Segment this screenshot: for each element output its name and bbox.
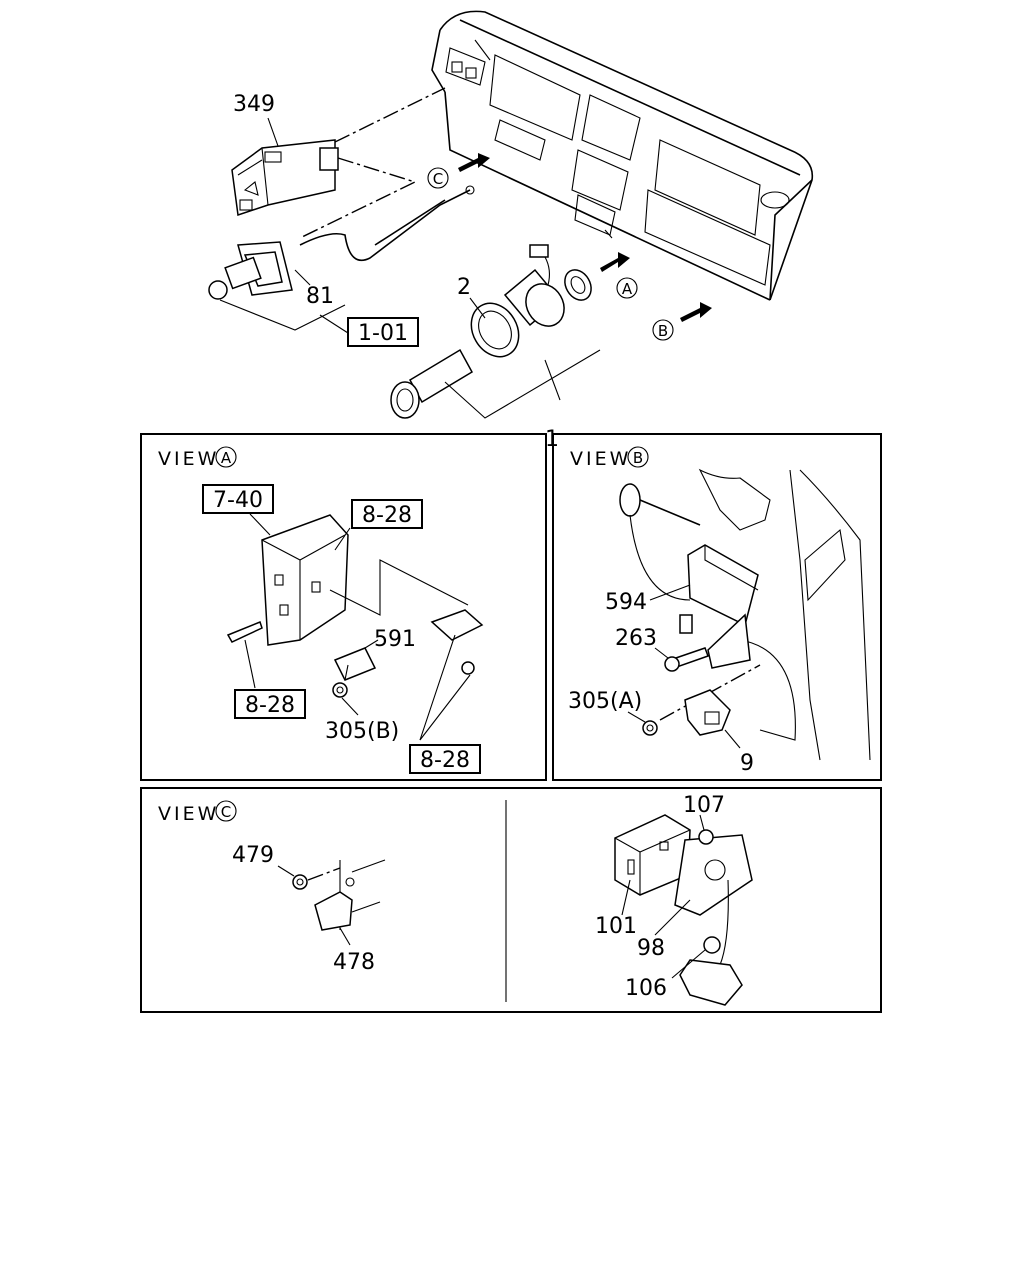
view-c-title: VIEW (158, 803, 219, 825)
relay-drawing (333, 647, 377, 681)
ref-box-8-28-a (351, 499, 423, 529)
arrow-label-c: C (433, 170, 443, 188)
view-a-panel: VIEW A 7-40 8-28 8-28 591 (140, 433, 547, 781)
view-arrow-c: C (427, 153, 490, 189)
ref-label-8-28-c: 8-28 (420, 748, 470, 773)
top-assembly: 349 C 81 1-01 (208, 10, 814, 452)
part-label-98: 98 (637, 936, 665, 961)
dash-line-c (307, 867, 341, 881)
leader-479 (277, 865, 295, 877)
view-b-circle: B (633, 449, 643, 467)
part-label-106: 106 (625, 976, 667, 1001)
wire-line-a (329, 559, 469, 616)
pedal-assembly-drawing (614, 814, 753, 1006)
bolt-drawing (226, 621, 263, 643)
view-c-panel: VIEW C 479 478 (140, 787, 882, 1013)
part-label-2: 2 (457, 275, 471, 300)
leader-1-b (544, 359, 561, 401)
leader-8-28-c1 (419, 634, 456, 741)
leader-106 (671, 949, 706, 979)
leader-263 (654, 647, 669, 659)
nut-drawing (564, 269, 592, 301)
part-label-479: 479 (232, 843, 274, 868)
ref-label-8-28-b: 8-28 (245, 693, 295, 718)
relay-9-drawing (684, 689, 731, 736)
view-b-title: VIEW (570, 448, 631, 470)
leader-2 (469, 297, 486, 319)
view-b-panel: VIEW B 594 263 (552, 433, 882, 781)
leader-8-28-b (244, 639, 256, 689)
socket-drawing (503, 244, 565, 327)
leader-101 (621, 879, 631, 916)
view-arrow-a: A (600, 252, 638, 299)
nut-305b-drawing (332, 682, 348, 698)
ref-box-8-28-c (409, 744, 481, 774)
leader-349 (267, 117, 279, 147)
arrow-label-a: A (622, 280, 633, 298)
leader-7-40 (249, 513, 271, 536)
part-label-263: 263 (615, 626, 657, 651)
ref-label-7-40: 7-40 (213, 488, 263, 513)
part-label-478: 478 (333, 950, 375, 975)
view-a-title: VIEW (158, 448, 219, 470)
leader-1-01 (219, 299, 346, 331)
harness-drawing (619, 483, 701, 601)
ref-box-8-28-b (234, 689, 306, 719)
connector-drawing (430, 609, 484, 675)
dashboard-drawing (431, 10, 814, 301)
leader-591 (364, 639, 379, 649)
view-a-circle: A (221, 449, 232, 467)
ref-label-1-01: 1-01 (358, 321, 408, 346)
part-label-9: 9 (740, 751, 754, 776)
view-arrow-b: B (652, 302, 712, 341)
arrow-label-b: B (658, 322, 668, 340)
leader-9 (724, 729, 741, 749)
dash-line-349-dash (334, 87, 446, 143)
ref-box-7-40 (202, 484, 274, 514)
leader-1-01-b (319, 314, 349, 334)
view-c-circle: C (221, 803, 231, 821)
nut-479-drawing (292, 874, 308, 890)
leader-8-28-a (334, 527, 351, 551)
module-478-drawing (314, 859, 386, 931)
lighter-drawing (390, 348, 474, 419)
part-label-81: 81 (306, 284, 334, 309)
leader-8-28-c2 (419, 674, 471, 741)
adjuster-knob-drawing (208, 241, 293, 300)
leader-107 (699, 814, 705, 831)
part-label-349: 349 (233, 92, 275, 117)
leader-1 (444, 349, 601, 419)
leader-81 (294, 269, 311, 286)
part-label-594: 594 (605, 590, 647, 615)
ref-box-1-01 (347, 317, 419, 347)
pillar-drawing (698, 468, 871, 761)
leader-478 (339, 927, 351, 946)
leader-98 (654, 899, 691, 936)
bezel-ring-drawing (470, 302, 520, 358)
ref-label-8-28-a: 8-28 (362, 503, 412, 528)
part-label-305b: 305(B) (325, 719, 399, 744)
nut-305a-drawing (642, 720, 658, 736)
bolt-263-drawing (664, 647, 709, 672)
leader-305a (627, 711, 646, 723)
part-label-101: 101 (595, 914, 637, 939)
control-cable-drawing (299, 185, 475, 262)
leader-594 (649, 584, 691, 601)
ecu-bracket-drawing (707, 613, 751, 669)
hazard-switch-drawing (231, 139, 339, 216)
bracket-drawing (261, 514, 349, 646)
part-label-305a: 305(A) (568, 689, 642, 714)
part-label-107: 107 (683, 793, 725, 818)
leader-305b (341, 697, 359, 716)
dash-line-349-cable (299, 157, 417, 239)
ecu-594-drawing (679, 544, 759, 634)
part-label-591: 591 (374, 627, 416, 652)
